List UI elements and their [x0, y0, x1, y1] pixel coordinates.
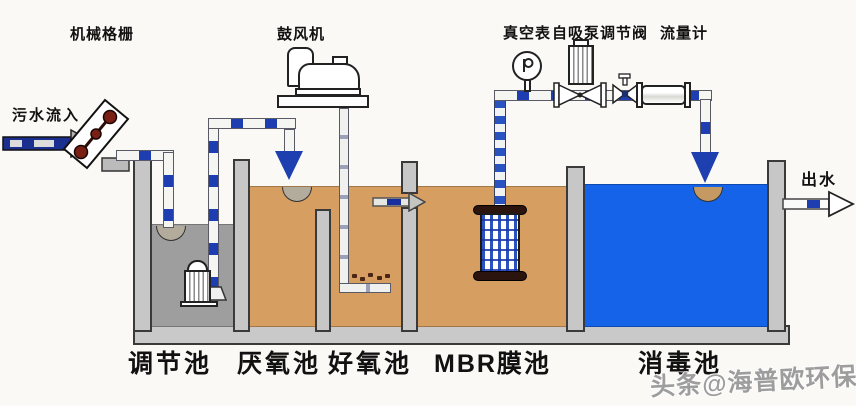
anaerobic-inlet-arrow — [275, 151, 303, 180]
tank-label-mbr: MBR膜池 — [434, 350, 551, 378]
pipe-regulating-to-anaerobic-v — [284, 129, 295, 152]
basin-bottom — [133, 325, 790, 345]
regulating-valve-label: 调节阀 — [600, 25, 649, 42]
mbr-membrane-module — [480, 213, 520, 273]
self-priming-pump — [553, 82, 607, 108]
air-bubble — [352, 274, 357, 278]
air-bubble — [385, 274, 390, 278]
air-bubble — [368, 273, 373, 277]
aeration-pipe-v — [339, 108, 349, 290]
wall-aerobic-mbr-bottom — [401, 207, 418, 332]
tank-label-aerobic: 好氧池 — [328, 350, 413, 378]
mbr-suction-riser — [494, 99, 506, 207]
self-priming-pump-label: 自吸泵 — [552, 25, 601, 42]
aeration-pipe-h — [339, 283, 391, 293]
blower-platform — [277, 95, 369, 108]
submersible-pump-body — [184, 270, 211, 303]
air-bubble — [360, 277, 365, 281]
pump-motor — [568, 45, 594, 85]
screen-label: 机械格栅 — [70, 26, 135, 43]
clean-water-tank-water — [584, 184, 769, 327]
pipe-screen-to-regulating-v — [163, 152, 174, 228]
permeate-down-pipe — [700, 99, 711, 154]
pipe-regulating-to-anaerobic-h — [208, 118, 296, 129]
outflow-arrow — [782, 190, 856, 218]
aerobic-to-mbr-arrow — [372, 192, 426, 212]
vacuum-gauge-label: 真空表 — [503, 25, 552, 42]
gauge-needle-icon — [523, 58, 534, 72]
clean-tank-inlet-arrow — [691, 152, 719, 183]
tank-label-disinfection: 消毒池 — [638, 350, 723, 378]
wall-regulating-anaerobic — [233, 159, 250, 332]
air-bubble — [377, 276, 382, 280]
outflow-label: 出水 — [801, 172, 838, 189]
wall-aerobic-mbr-top — [401, 161, 418, 194]
regulating-valve — [612, 73, 638, 105]
flow-meter-body — [641, 85, 686, 105]
mechanical-screen — [62, 98, 130, 172]
mbr-module-bottom-cap — [473, 271, 527, 281]
flow-meter-label: 流量计 — [660, 25, 709, 42]
wall-left — [133, 157, 152, 332]
blower-label: 鼓风机 — [277, 26, 326, 43]
blower-body — [298, 63, 360, 91]
pump-riser-pipe — [208, 118, 219, 288]
wall-mbr-clean — [566, 166, 585, 332]
baffle-anaerobic-aerobic — [315, 209, 331, 332]
wall-right — [767, 160, 786, 332]
submersible-pump-base — [180, 301, 218, 307]
blower-base — [295, 88, 361, 96]
vacuum-gauge — [512, 51, 542, 81]
tank-label-anaerobic: 厌氧池 — [237, 350, 322, 378]
tank-label-regulating: 调节池 — [128, 350, 213, 378]
inflow-label: 污水流入 — [12, 107, 81, 124]
